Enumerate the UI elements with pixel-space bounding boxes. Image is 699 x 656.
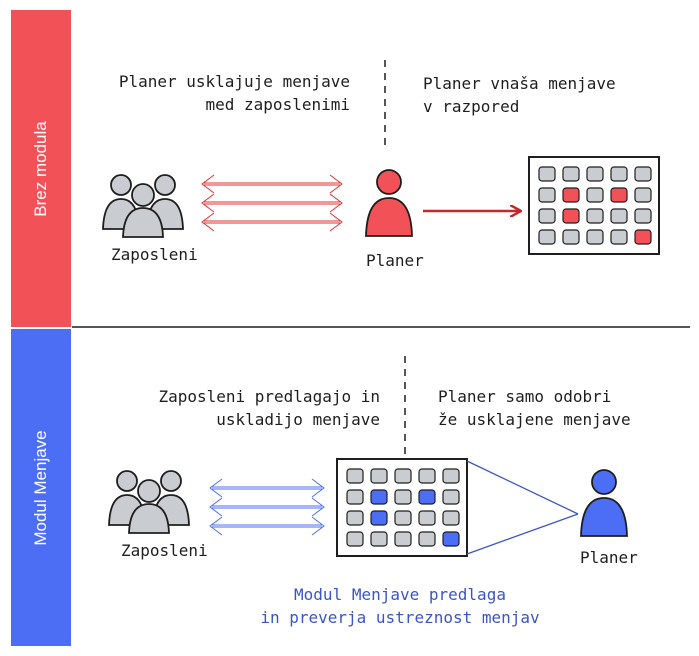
module-text-line2: in preverja ustreznost menjav [260,608,540,628]
schedule-cell [538,166,556,182]
module-description: Modul Menjave predlaga in preverja ustre… [235,583,565,629]
schedule-cell-changed [634,229,652,245]
schedule-grid-top [528,156,660,255]
bottom-left-description: Zaposleni predlagajo in uskladijo menjav… [130,385,380,431]
planner-label-top: Planer [366,251,424,270]
schedule-cell [586,208,604,224]
bottom-right-text-line2: že usklajene menjave [438,410,631,430]
module-text-line1: Modul Menjave predlaga [294,585,506,604]
bottom-right-description: Planer samo odobri že usklajene menjave [438,385,631,431]
schedule-cell-changed [418,489,436,505]
schedule-grid-bottom [336,458,468,557]
schedule-cell [346,531,364,547]
bottom-left-text-line1: Zaposleni predlagajo in [158,387,380,406]
top-right-description: Planer vnaša menjave v razpored [423,72,616,118]
top-left-text-line1: Planer usklajuje menjave [118,72,350,91]
schedule-cell [370,468,388,484]
schedule-cell [370,531,388,547]
bottom-right-text-line1: Planer samo odobri [438,387,612,406]
schedule-cell-changed [562,187,580,203]
schedule-cell [442,510,460,526]
approval-connector-lines [466,460,579,555]
schedule-cell [418,510,436,526]
schedule-cell [394,468,412,484]
schedule-cell-changed [442,531,460,547]
schedule-cell [394,489,412,505]
schedule-cell [346,489,364,505]
schedule-cell [610,208,628,224]
schedule-cell-changed [562,208,580,224]
schedule-cell [634,187,652,203]
schedule-cell [634,166,652,182]
schedule-cell [634,208,652,224]
coordination-arrows-top [201,174,343,232]
schedule-cell [586,166,604,182]
schedule-cell [442,468,460,484]
schedule-cell [610,229,628,245]
schedule-cell [346,468,364,484]
schedule-cell [538,187,556,203]
schedule-cell [418,468,436,484]
coordination-arrows-bottom [209,478,325,536]
employees-group-icon-top [102,174,184,238]
employees-label-top: Zaposleni [111,245,198,264]
top-left-description: Planer usklajuje menjave med zaposlenimi [92,70,350,116]
schedule-cell [442,489,460,505]
schedule-cell [418,531,436,547]
section-band-with-module: Modul Menjave [11,329,71,646]
employees-label-bottom: Zaposleni [121,541,208,560]
schedule-cell-changed [370,510,388,526]
schedule-cell-changed [370,489,388,505]
schedule-cell-changed [610,187,628,203]
planner-label-bottom: Planer [580,548,638,567]
schedule-cell [538,229,556,245]
bottom-left-text-line2: uskladijo menjave [216,410,380,430]
schedule-cell [538,208,556,224]
planner-icon-top [365,169,413,237]
schedule-cell [562,166,580,182]
schedule-cell [394,510,412,526]
schedule-cell [562,229,580,245]
top-right-text-line2: v razpored [423,97,520,117]
schedule-cell [586,229,604,245]
schedule-cell [610,166,628,182]
top-left-text-line2: med zaposlenimi [205,95,351,115]
planner-icon-bottom [580,469,628,537]
section-band-without-module: Brez modula [11,10,71,327]
schedule-cell [346,510,364,526]
top-right-text-line1: Planer vnaša menjave [423,74,616,93]
schedule-cell [586,187,604,203]
schedule-cell [394,531,412,547]
employees-group-icon-bottom [108,470,190,534]
